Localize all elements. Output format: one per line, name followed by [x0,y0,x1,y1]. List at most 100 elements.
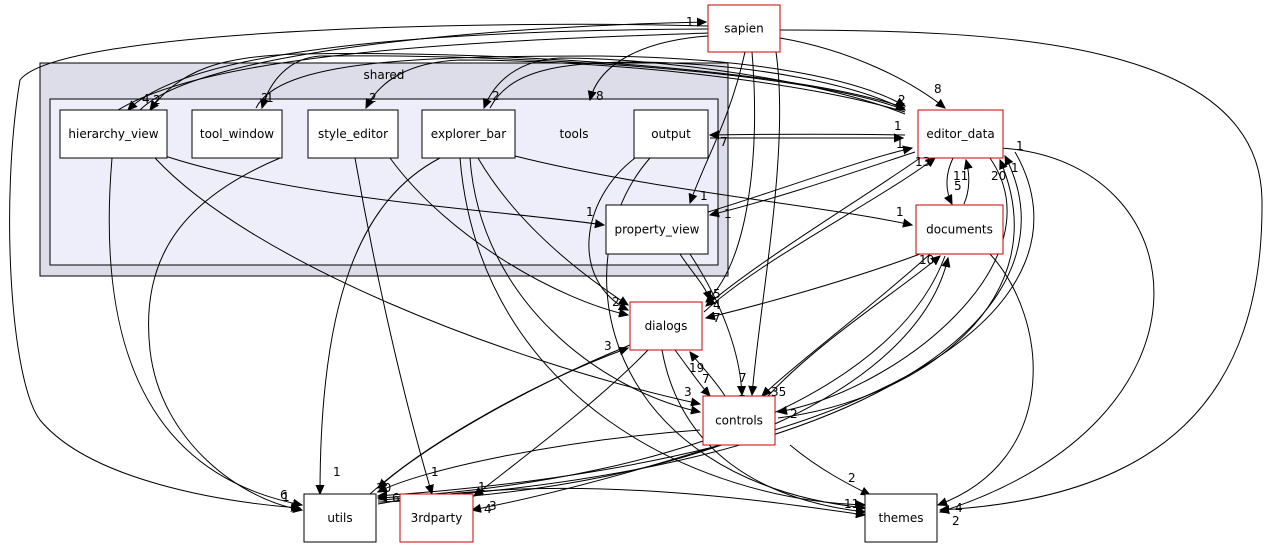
edge-label: 7 [713,311,721,325]
edge-label: 19 [689,361,704,375]
edge-controls-dialogs [690,352,726,397]
edge-editor_data-dialogs [706,157,921,306]
edge-label: 7 [739,371,747,385]
edge-sapien-themes [779,29,1263,510]
edge-utils-dialogs [369,348,628,495]
node-3rdparty[interactable]: 3rdparty [399,493,474,543]
edge-hierarchy_view-property_view [164,155,604,225]
edge-hierarchy_view-utils [108,157,302,505]
edge-editor_data-property_view [710,151,916,215]
edge-controls-documents [767,256,940,397]
edge-label: 7 [720,135,728,149]
node-3rdparty-label: 3rdparty [411,511,463,525]
node-controls-label: controls [715,414,763,428]
edge-label: 1 [1011,161,1019,175]
node-dialogs-label: dialogs [645,319,688,333]
node-sapien[interactable]: sapien [707,4,781,53]
edge-label: 1 [478,480,486,494]
edge-output-dialogs [588,157,636,310]
edge-label: 2 [492,89,500,103]
edge-sapien-controls [752,51,781,395]
node-editor_data[interactable]: editor_data [917,109,1004,159]
edge-label: 35 [771,385,786,399]
edge-editor_data-style_editor [366,59,906,113]
edge-label: 1 [700,189,708,203]
node-utils[interactable]: utils [303,493,377,543]
edge-utils-editor_data [377,156,1022,501]
edge-label: 13 [915,155,930,169]
dependency-edges [9,22,1263,515]
edge-label: 4 [713,298,721,312]
edge-sapien-utils [9,23,709,508]
edge-sapien-tools [590,35,709,100]
edge-explorer_bar-documents [514,155,912,225]
edge-documents-editor_data [963,160,969,205]
edge-label: 2 [261,91,269,105]
node-style_editor-box [307,109,399,159]
node-sapien-label: sapien [724,22,764,36]
node-property_view[interactable]: property_view [605,204,709,255]
edge-controls-utils [378,429,701,492]
edge-label: 4 [484,502,492,516]
edge-documents-utils [378,255,946,498]
edge-label: 1 [896,205,904,219]
node-tool_window[interactable]: tool_window [191,109,283,159]
node-dialogs-box [629,301,703,351]
edge-property_view-editor_data [707,148,912,213]
node-utils-box [303,493,377,543]
node-documents-label: documents [926,223,993,237]
node-controls[interactable]: controls [702,395,776,446]
edge-hierarchy_view-sapien [139,22,706,111]
node-explorer_bar[interactable]: explorer_bar [421,109,516,159]
node-sapien-box [707,4,781,53]
edge-label: 4 [955,501,963,515]
node-hierarchy_view[interactable]: hierarchy_view [59,109,168,159]
cluster-tools-label: tools [560,127,589,141]
edge-label: 11 [844,497,859,511]
edge-label: 2 [612,295,620,309]
edge-label: 3 [684,385,692,399]
edge-label: 1 [266,91,274,105]
edge-explorer_bar-dialogs [477,157,628,305]
edge-sapien-dialogs [706,51,755,302]
edge-label: 10 [376,481,391,495]
edge-editor_data-explorer_bar [484,57,906,115]
edge-label: 1 [738,385,746,399]
edge-sapien-hierarchy_view [128,28,709,110]
edge-label: 1 [686,15,694,29]
edge-dialogs-themes [661,349,865,512]
edge-label: 2 [153,93,161,107]
edge-label: 2 [898,93,906,107]
node-output[interactable]: output [633,109,709,159]
directory-nodes: sapien hierarchy_view tool_window style_edi… [59,4,1004,543]
node-style_editor-label: style_editor [318,127,388,141]
edge-dialogs-editor_data [703,158,935,313]
edge-label: 1 [333,465,341,479]
node-property_view-label: property_view [614,223,699,237]
node-property_view-box [605,204,709,255]
node-3rdparty-box [399,493,474,543]
edge-label: 4 [142,92,150,106]
edge-label: 7 [702,372,710,386]
edge-editor_data-controls [778,157,1008,412]
edge-editor_data-documents [947,157,954,204]
edge-editor_data-themes [940,147,1155,512]
edge-label: 11 [953,169,968,183]
edge-label: 2 [848,471,856,485]
edge-dialogs-utils [378,344,631,488]
edge-documents-dialogs [706,253,921,318]
edge-utils-themes [377,487,865,515]
edge-label: 6 [280,488,288,502]
node-tool_window-label: tool_window [200,127,274,141]
edge-label: 1 [896,137,904,151]
edge-property_view-dialogs [679,253,710,300]
node-documents[interactable]: documents [915,204,1004,255]
edge-label: 8 [934,82,942,96]
node-themes[interactable]: themes [864,493,938,543]
edge-documents-controls [762,253,931,396]
edge-documents-themes [938,253,1034,505]
node-style_editor[interactable]: style_editor [307,109,399,159]
node-dialogs[interactable]: dialogs [629,301,703,351]
